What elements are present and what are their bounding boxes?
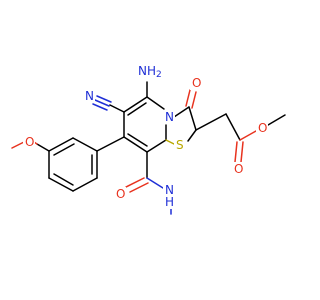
- amide-h-text: H: [165, 195, 174, 209]
- molecule-structure-diagram: NH 2 N N O S O O O: [11, 62, 286, 215]
- keto-o-label: O: [190, 76, 202, 90]
- ring-bond-5-double: [127, 133, 148, 147]
- nitrile-n-label: N: [83, 89, 95, 103]
- ester-double-bond-b: [240, 141, 244, 163]
- benzene-inner-1: [53, 143, 75, 156]
- ester-single-bond: [239, 130, 257, 141]
- ester-o-label: O: [256, 121, 268, 135]
- ring-bond-1-double: [127, 102, 147, 116]
- nitrile-n-text: N: [85, 89, 94, 103]
- ester-methyl-bond: [267, 114, 286, 126]
- keto-o-text: O: [192, 76, 201, 90]
- thiazole-bond-1: [173, 106, 190, 118]
- ring-n-text: N: [165, 110, 174, 124]
- bonds: [11, 81, 286, 215]
- amide-n-bond: [146, 177, 164, 189]
- thiazole-bond-2: [188, 106, 197, 131]
- benzene-bond-1: [72, 137, 98, 152]
- amide-nh-label: N H: [163, 183, 177, 209]
- ester-o-text: O: [258, 121, 267, 135]
- ring-s-label: S: [174, 138, 186, 152]
- atom-labels: NH 2 N N O S O O O: [23, 62, 268, 209]
- amide-o-text: O: [116, 187, 125, 201]
- nitrile-c-bond: [109, 104, 125, 113]
- ester-carbonyl-o-text: O: [234, 162, 243, 176]
- side-chain-bond-1: [195, 113, 227, 131]
- amide-n-text: N: [165, 183, 174, 197]
- ring-n-label: N: [163, 110, 175, 124]
- amino-nh-text: NH: [138, 64, 156, 78]
- methoxy-c-bond: [36, 143, 50, 152]
- methoxy-methyl-bond: [11, 141, 25, 149]
- amino-label: NH 2: [136, 62, 162, 80]
- amide-double-bond-a: [125, 177, 145, 188]
- amide-double-bond-b: [129, 182, 149, 193]
- methoxy-o-label: O: [23, 135, 35, 149]
- ring-bond-4: [146, 139, 167, 153]
- ring-bond-2: [146, 96, 165, 110]
- ring-s-text: S: [176, 138, 184, 152]
- aryl-bond: [96, 136, 125, 152]
- keto-double-bond-a: [185, 89, 191, 107]
- methoxy-o-text: O: [25, 135, 34, 149]
- benzene-bond-2: [48, 137, 74, 152]
- amide-o-label: O: [114, 187, 126, 201]
- ring-bond-1: [123, 96, 148, 113]
- ester-double-bond-a: [234, 141, 238, 163]
- side-chain-bond-2: [225, 113, 241, 141]
- thiazole-bond-3: [187, 129, 197, 142]
- benzene-bond-4: [48, 177, 74, 192]
- ring-bond-5: [123, 136, 148, 153]
- amino-subscript-text: 2: [156, 70, 162, 80]
- nitrile-triple-bond-a: [96, 95, 112, 103]
- nitrile-triple-bond-b: [94, 99, 110, 107]
- benzene-inner-2: [53, 173, 74, 186]
- keto-double-bond-b: [191, 91, 197, 109]
- nitrile-triple-bond-c: [92, 103, 108, 111]
- ester-carbonyl-o-label: O: [232, 162, 244, 176]
- benzene-bond-5: [72, 177, 98, 192]
